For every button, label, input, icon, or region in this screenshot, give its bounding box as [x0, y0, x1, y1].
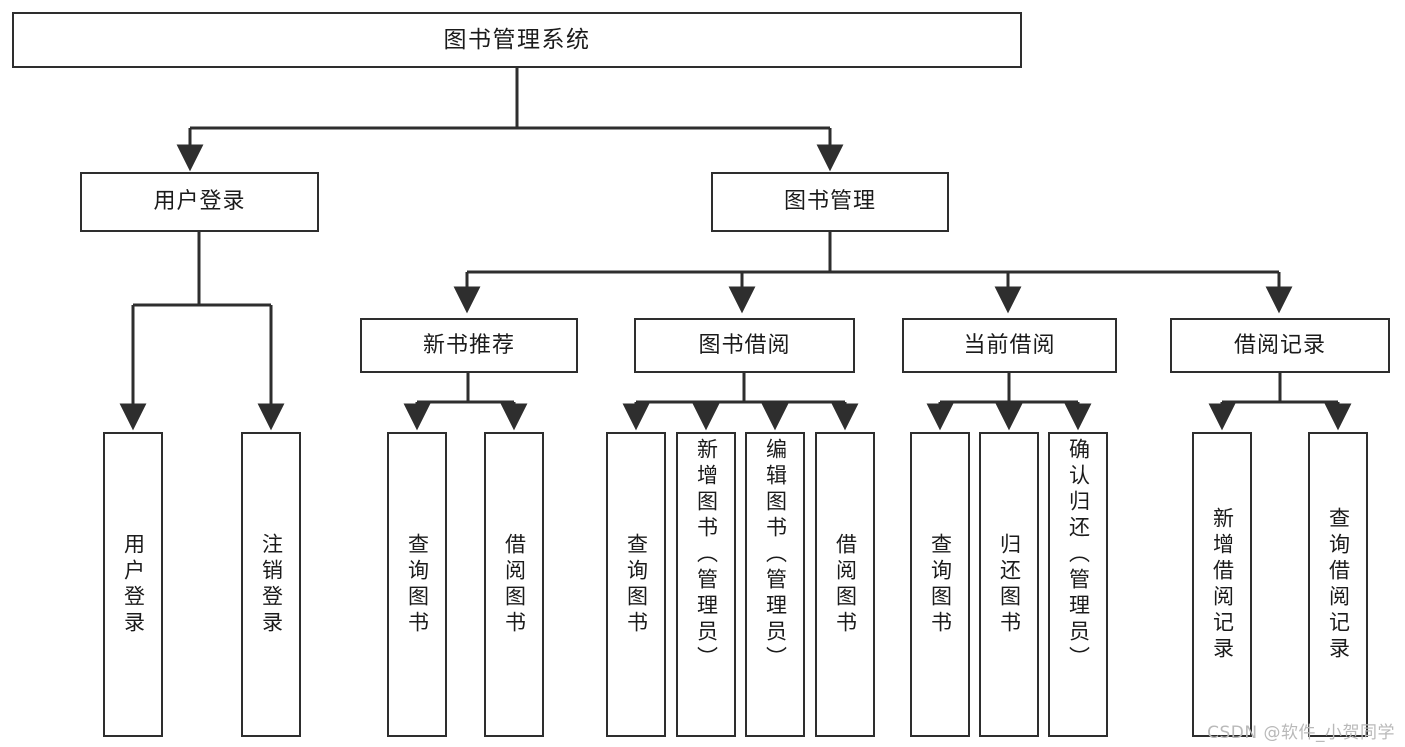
node-label: 图书管理系统	[443, 26, 591, 53]
leaf-confirm-return[interactable]: 确认归还（管理员）	[1048, 432, 1108, 737]
node-book-manage[interactable]: 图书管理	[711, 172, 949, 232]
node-label: 注销登录	[259, 532, 284, 637]
leaf-logout-login[interactable]: 注销登录	[241, 432, 301, 737]
node-label: 新增借阅记录	[1210, 506, 1235, 663]
leaf-borrow-book-1[interactable]: 借阅图书	[484, 432, 544, 737]
node-root-system[interactable]: 图书管理系统	[12, 12, 1022, 68]
node-label: 查询图书	[624, 532, 649, 637]
leaf-edit-book[interactable]: 编辑图书（管理员）	[745, 432, 805, 737]
node-label: 当前借阅	[963, 332, 1056, 358]
leaf-add-book[interactable]: 新增图书（管理员）	[676, 432, 736, 737]
node-current-borrow[interactable]: 当前借阅	[902, 318, 1117, 373]
node-user-login[interactable]: 用户登录	[80, 172, 319, 232]
node-label: 查询图书	[928, 532, 953, 637]
leaf-query-book-3[interactable]: 查询图书	[910, 432, 970, 737]
node-label: 编辑图书（管理员）	[763, 438, 788, 672]
node-label: 图书借阅	[698, 332, 791, 358]
node-label: 用户登录	[153, 189, 246, 215]
node-label: 新书推荐	[422, 332, 515, 358]
leaf-query-record[interactable]: 查询借阅记录	[1308, 432, 1368, 737]
node-label: 新增图书（管理员）	[694, 438, 719, 672]
leaf-return-book[interactable]: 归还图书	[979, 432, 1039, 737]
node-label: 确认归还（管理员）	[1066, 438, 1091, 672]
node-borrow-record[interactable]: 借阅记录	[1170, 318, 1390, 373]
node-book-borrow[interactable]: 图书借阅	[634, 318, 855, 373]
leaf-query-book-1[interactable]: 查询图书	[387, 432, 447, 737]
node-label: 归还图书	[997, 532, 1022, 637]
node-label: 用户登录	[121, 532, 146, 637]
node-new-book-recommend[interactable]: 新书推荐	[360, 318, 578, 373]
leaf-user-login[interactable]: 用户登录	[103, 432, 163, 737]
leaf-query-book-2[interactable]: 查询图书	[606, 432, 666, 737]
leaf-borrow-book-2[interactable]: 借阅图书	[815, 432, 875, 737]
node-label: 图书管理	[783, 189, 876, 215]
node-label: 借阅图书	[502, 532, 527, 637]
node-label: 查询图书	[405, 532, 430, 637]
leaf-add-record[interactable]: 新增借阅记录	[1192, 432, 1252, 737]
node-label: 借阅图书	[833, 532, 858, 637]
node-label: 查询借阅记录	[1326, 506, 1351, 663]
csdn-watermark: CSDN @软件_小贺同学	[1207, 723, 1395, 743]
node-label: 借阅记录	[1233, 332, 1326, 358]
